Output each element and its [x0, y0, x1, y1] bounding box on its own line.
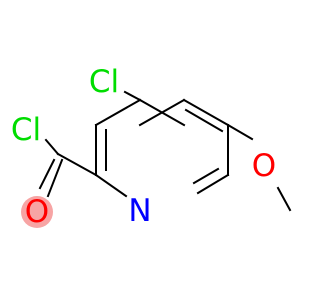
bond-c4-c5-inner [184, 108, 224, 133]
bond-c3-cl [123, 90, 142, 102]
atom-cl-ring: Cl [89, 64, 119, 100]
atom-cl-acyl: Cl [11, 112, 41, 148]
oxygen-highlight [21, 196, 53, 228]
molecule-diagram: Cl Cl O N O [11, 64, 292, 230]
bond-carbonyl-o-a [38, 158, 56, 190]
atom-n-ring: N [128, 193, 151, 229]
bond-o-methyl [276, 186, 292, 212]
bond-carbonyl-o-b [46, 158, 64, 198]
bond-c4-top [138, 98, 186, 127]
bond-c2-carbonyl [56, 152, 98, 177]
bond-c4-c5 [182, 98, 230, 127]
bond-carbonyl-cl [44, 138, 60, 156]
atom-o-carbonyl: O [25, 194, 49, 230]
bond-c6-n [196, 173, 230, 195]
structure-canvas: Cl Cl O N O [11, 64, 292, 230]
bond-c3-c4-link [94, 98, 142, 127]
bond-n-c2 [94, 173, 128, 198]
atom-o-methoxy: O [252, 148, 276, 184]
bond-c5-o [226, 123, 254, 141]
bond-c6-n-inner [192, 167, 220, 185]
